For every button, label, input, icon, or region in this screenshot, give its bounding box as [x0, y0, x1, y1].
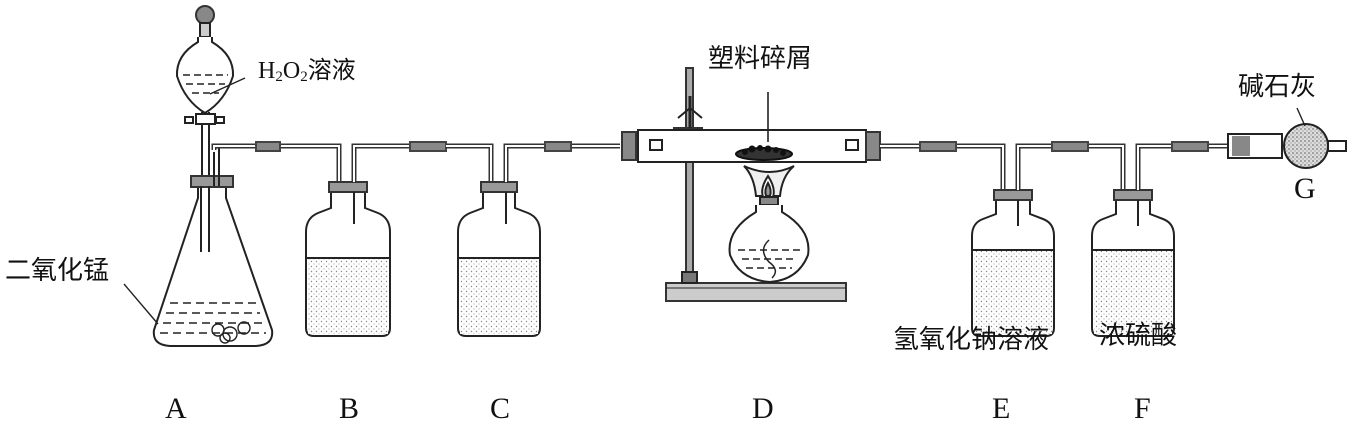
label-conc-sulfuric-acid: 浓硫酸	[1099, 321, 1178, 351]
label-manganese-dioxide: 二氧化锰	[5, 256, 110, 286]
apparatus-e	[971, 141, 1126, 337]
letter-b: B	[339, 392, 360, 425]
letter-c: C	[490, 392, 511, 425]
apparatus-a	[123, 5, 274, 347]
apparatus-c	[457, 141, 620, 337]
label-h2o2-solution: H2O2溶液	[258, 56, 356, 85]
label-plastic-scraps: 塑料碎屑	[708, 44, 813, 74]
apparatus-b	[305, 141, 447, 337]
letter-d: D	[752, 392, 774, 425]
letter-f: F	[1134, 392, 1151, 425]
letter-a: A	[165, 392, 187, 425]
apparatus-g	[1227, 107, 1347, 169]
label-sodium-hydroxide-solution: 氢氧化钠溶液	[893, 325, 1050, 355]
letter-g: G	[1294, 172, 1316, 205]
apparatus-d	[621, 67, 881, 302]
letter-e: E	[992, 392, 1011, 425]
label-soda-lime: 碱石灰	[1238, 72, 1317, 102]
apparatus-f	[1091, 141, 1232, 337]
